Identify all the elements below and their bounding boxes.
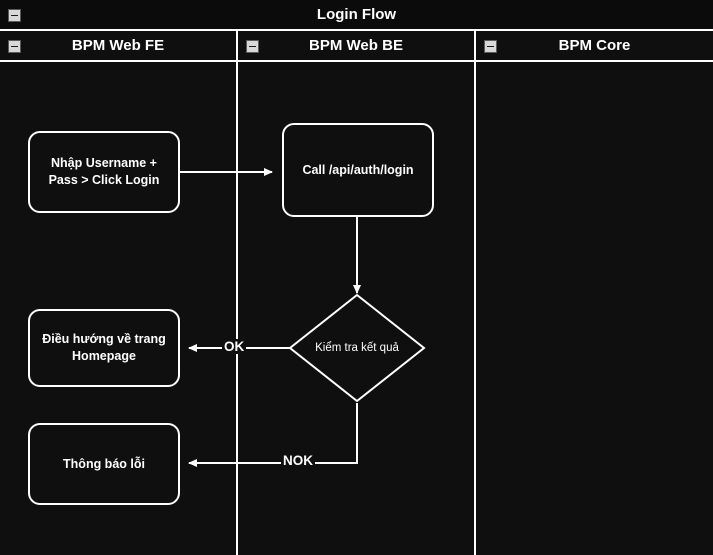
lane-title-bpm-web-be: BPM Web BE	[309, 37, 403, 54]
collapse-minus-icon[interactable]	[484, 40, 497, 53]
node-kiem-tra-ket-qua[interactable]: Kiểm tra kết quả	[288, 293, 426, 403]
collapse-minus-icon[interactable]	[246, 40, 259, 53]
node-label: Điều hướng về trang Homepage	[42, 332, 166, 363]
page-title: Login Flow	[316, 6, 397, 23]
node-nhap-username[interactable]: Nhập Username + Pass > Click Login	[28, 131, 180, 213]
edge-label-ok: OK	[222, 339, 247, 354]
lane-bpm-web-fe: BPM Web FE	[0, 31, 238, 555]
edge-label-nok: NOK	[281, 453, 315, 468]
diagram-title-bar: Login Flow	[0, 0, 713, 31]
lane-title-bpm-core: BPM Core	[558, 37, 631, 54]
collapse-minus-icon[interactable]	[8, 40, 21, 53]
lane-header-bpm-core: BPM Core	[476, 31, 713, 62]
node-call-api-auth-login[interactable]: Call /api/auth/login	[282, 123, 434, 217]
lane-header-bpm-web-be: BPM Web BE	[238, 31, 474, 62]
lane-bpm-core: BPM Core	[476, 31, 713, 555]
node-label: Call /api/auth/login	[302, 162, 414, 177]
node-dieu-huong-homepage[interactable]: Điều hướng về trang Homepage	[28, 309, 180, 387]
lane-bpm-web-be: BPM Web BE	[238, 31, 476, 555]
collapse-minus-icon[interactable]	[8, 9, 21, 22]
lane-header-bpm-web-fe: BPM Web FE	[0, 31, 236, 62]
lane-title-bpm-web-fe: BPM Web FE	[71, 37, 165, 54]
node-label: Thông báo lỗi	[63, 456, 145, 471]
node-label: Nhập Username + Pass > Click Login	[48, 156, 160, 187]
node-thong-bao-loi[interactable]: Thông báo lỗi	[28, 423, 180, 505]
node-label: Kiểm tra kết quả	[315, 342, 399, 354]
diamond-shape	[288, 293, 426, 403]
